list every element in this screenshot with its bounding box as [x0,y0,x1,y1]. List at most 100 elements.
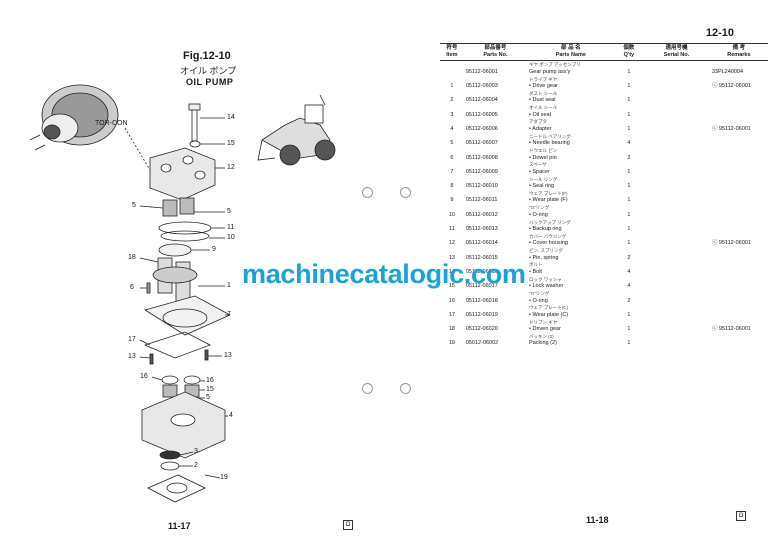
part-name-cell: ドライブ ギヤ• Drive gear [527,75,615,90]
item-cell: 8 [450,183,454,190]
serial-cell [643,333,710,347]
part-name-jp: シール リング [529,176,558,182]
qty-cell: 1 [627,68,631,75]
part-name-jp: ドリブン ギヤ [529,319,558,325]
part-number-cell: 05112-06010 [465,183,498,190]
part-name-jp: アダプタ [529,119,548,125]
wheel-loader-drawing [257,94,336,166]
callout-16: 16 [140,373,148,380]
part-name-cell: バックアップ リング• Backup ring [527,218,615,233]
part-name-jp: ギヤ ポンプ アッセンブリ [529,62,581,68]
item-cell: 5 [450,140,454,147]
callout-12: 12 [227,164,235,171]
part-name-jp: ドウエル ピン [529,148,558,154]
callout-7: 7 [227,311,231,318]
part-name-jp: カバー ハウジング [529,233,567,239]
item-cell: 19 [448,340,455,347]
serial-cell [643,275,710,289]
serial-cell [643,261,710,275]
remarks-cell: ⓒ 95112-06001 [711,83,751,90]
remarks-cell [710,190,768,204]
part-name-en: Packing (2) [529,340,557,347]
part-number-cell: 05112-06011 [465,197,498,204]
remarks-cell [710,147,768,161]
item-cell: 1 [450,83,454,90]
qty-cell: 1 [627,168,631,175]
figure-number: Fig.12-10 [183,50,231,62]
part-name-jp: ウェア プレート(C) [529,305,569,311]
callout-11: 11 [227,224,235,231]
part-number-cell: 05112-06008 [465,154,498,161]
part-name-jp: ドライブ ギヤ [529,76,558,82]
callout-13: 13 [224,352,232,359]
part-name-jp: ロック ワッシャ [529,276,562,282]
serial-cell [643,204,710,218]
serial-cell [643,290,710,304]
part-name-jp: ダスト シール [529,90,558,96]
qty-cell: 2 [627,154,631,161]
serial-cell [643,161,710,175]
callout-10: 10 [227,234,235,241]
part-number-cell: 05112-06019 [465,311,498,318]
part-name-cell: ドリブン ギヤ• Driven gear [527,318,615,333]
part-number-cell: 05112-06004 [465,97,498,104]
part-name-en: • Adapter [529,125,552,132]
remarks-cell [710,132,768,146]
remarks-cell [710,304,768,318]
qty-cell: 1 [627,326,631,333]
right-page-number: 11-18 [586,515,609,525]
serial-cell [643,175,710,189]
serial-cell [643,90,710,104]
left-page-number: 11-17 [168,521,191,531]
part-name-en: • Bolt [529,268,542,275]
item-cell: 4 [450,125,454,132]
part-number-cell: 05112-06016 [465,268,498,275]
part-name-en: • Dust seal [529,97,556,104]
remarks-cell [710,261,768,275]
callout-14: 14 [227,114,235,121]
item-cell: 15 [448,283,455,290]
part-name-en: • Drive gear [529,83,558,90]
item-cell: 17 [448,311,455,318]
qty-cell: 2 [627,254,631,261]
part-name-en: • Seal ring [529,183,555,190]
part-number-cell: 05112-06012 [465,211,498,218]
part-number-cell: 05112-06014 [465,240,498,247]
callout-5: 5 [227,208,231,215]
serial-cell [643,132,710,146]
callout-4: 4 [229,412,233,419]
item-cell: 7 [450,168,454,175]
qty-cell: 4 [627,283,631,290]
part-name-en: • Cover housing [529,240,568,247]
remarks-cell: ⓒ 95112-06001 [711,125,751,132]
callout-15: 15 [227,140,235,147]
part-name-jp: ウェア プレート(F) [529,190,568,196]
serial-cell [643,118,710,132]
part-name-en: • Wear plate (F) [529,197,568,204]
serial-cell [643,75,710,89]
qty-cell: 1 [627,340,631,347]
part-number-cell: 05112-06007 [465,140,498,147]
serial-cell [643,247,710,261]
callout-9: 9 [212,246,216,253]
item-cell: 16 [448,297,455,304]
serial-cell [643,61,710,76]
remarks-cell [710,161,768,175]
part-name-en: • Driven gear [529,326,561,333]
serial-cell [643,190,710,204]
qty-cell: 1 [627,111,631,118]
binder-hole [400,187,411,198]
part-name-cell: ウェア プレート(C)• Wear plate (C) [527,304,615,318]
part-name-cell: ニードル ベアリング• Needle bearing [527,132,615,147]
